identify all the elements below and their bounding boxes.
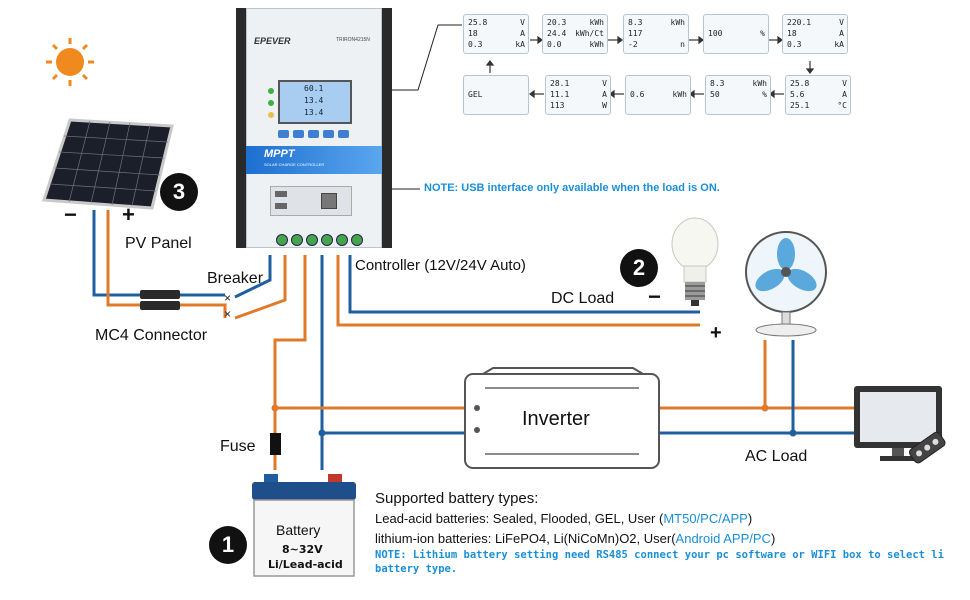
lead-acid-line: Lead-acid batteries: Sealed, Flooded, GE… xyxy=(375,511,753,526)
battery-types-heading: Supported battery types: xyxy=(375,490,539,507)
svg-text:×: × xyxy=(224,291,231,305)
step-number-3: 3 xyxy=(160,173,198,211)
usb-note: NOTE: USB interface only available when … xyxy=(424,182,720,194)
controller-brand: EPEVER xyxy=(254,36,291,46)
mc4-connector-2 xyxy=(140,301,180,310)
step-number-2: 2 xyxy=(620,249,658,287)
pv-panel-icon xyxy=(40,118,175,213)
controller-label: Controller (12V/24V Auto) xyxy=(355,257,526,274)
pv-wire-positive xyxy=(106,210,140,307)
controller-lcd: 60.1 13.4 13.4 xyxy=(278,80,352,124)
dc-minus-sign: − xyxy=(648,284,661,309)
display-screen-6: GEL xyxy=(463,75,529,115)
svg-text:×: × xyxy=(224,307,231,321)
controller-model: TRIRON4215N xyxy=(336,37,370,43)
dc-plus-sign: + xyxy=(710,322,722,344)
controller-buttons[interactable] xyxy=(278,130,349,138)
lithium-line: lithium-ion batteries: LiFePO4, Li(NiCoM… xyxy=(375,531,776,546)
battery: Battery 8~32V Li/Lead-acid xyxy=(250,472,358,578)
usb-ports xyxy=(270,186,352,216)
tv-icon xyxy=(852,384,947,474)
ac-load-label: AC Load xyxy=(745,448,808,465)
step-number-1: 1 xyxy=(209,526,247,564)
lithium-note: NOTE: Lithium battery setting need RS485… xyxy=(375,549,944,575)
breaker-label: Breaker xyxy=(207,270,264,287)
fan-icon xyxy=(742,228,830,338)
mppt-banner: MPPT SOLAR CHARGE CONTROLLER xyxy=(246,146,382,174)
mc4-connector-label: MC4 Connector xyxy=(95,327,208,344)
pv-wire-negative xyxy=(92,210,140,297)
pv-panel-label: PV Panel xyxy=(125,235,192,252)
dc-load-label: DC Load xyxy=(551,290,615,307)
terminal-block xyxy=(276,234,363,246)
charge-controller: EPEVER TRIRON4215N 60.1 13.4 13.4 MPPT S… xyxy=(236,8,392,248)
fuse xyxy=(270,433,281,455)
mc4-connector-1 xyxy=(140,290,180,299)
status-leds xyxy=(268,88,274,118)
sun-icon xyxy=(40,38,100,88)
fuse-label: Fuse xyxy=(220,438,256,455)
display-screen-4: 100% xyxy=(703,14,769,54)
light-bulb-icon xyxy=(670,216,720,308)
inverter: Inverter xyxy=(463,366,661,474)
pv-minus-sign: − xyxy=(64,202,77,227)
pv-plus-sign: + xyxy=(122,202,135,227)
